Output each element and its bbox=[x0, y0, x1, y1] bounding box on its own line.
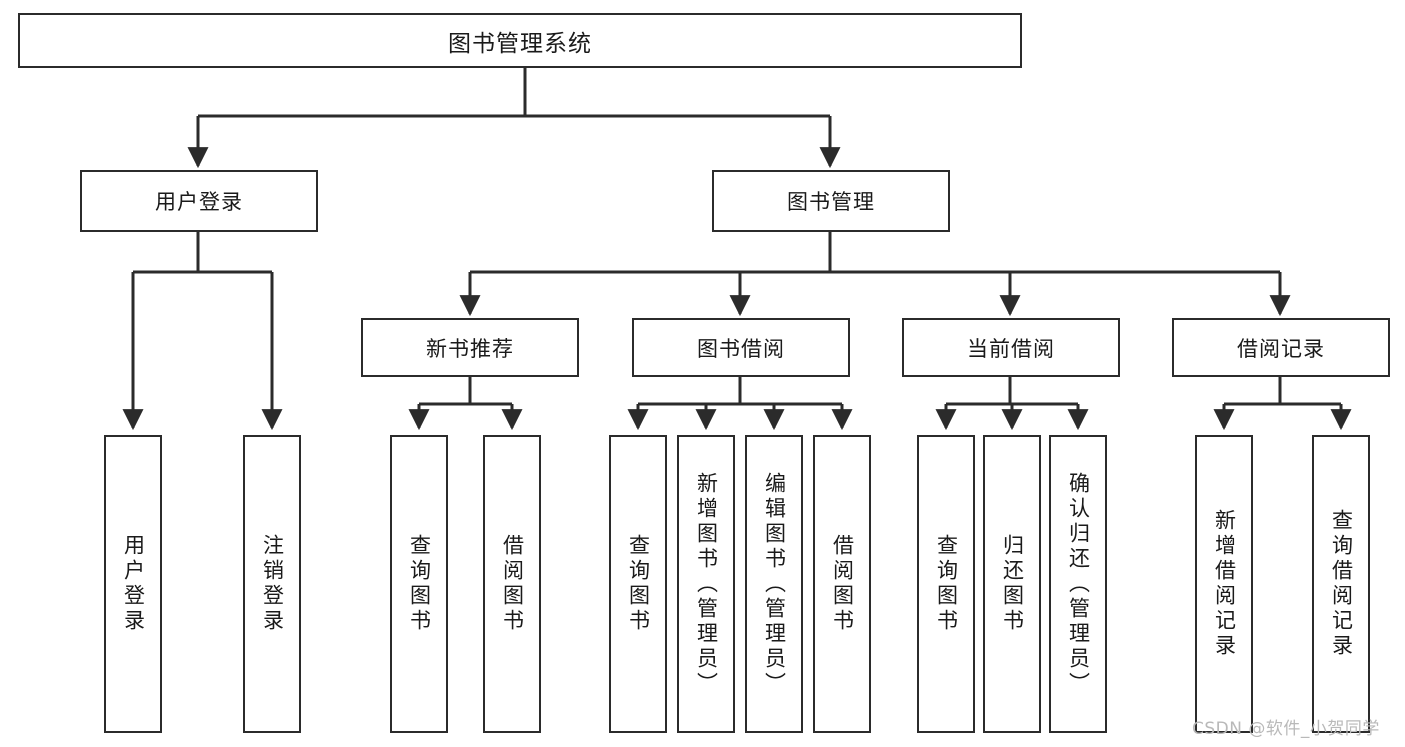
node-leaf-user-logout[interactable]: 注销登录 bbox=[243, 435, 301, 733]
node-leaf-return-book[interactable]: 归还图书 bbox=[983, 435, 1041, 733]
node-book-borrow[interactable]: 图书借阅 bbox=[632, 318, 850, 377]
node-leaf-confirm-return-label: 确认归还（管理员） bbox=[1066, 471, 1091, 697]
node-leaf-query-book-3-label: 查询图书 bbox=[934, 534, 959, 634]
node-leaf-user-login[interactable]: 用户登录 bbox=[104, 435, 162, 733]
node-leaf-confirm-return[interactable]: 确认归还（管理员） bbox=[1049, 435, 1107, 733]
node-root[interactable]: 图书管理系统 bbox=[18, 13, 1022, 68]
node-leaf-add-book[interactable]: 新增图书（管理员） bbox=[677, 435, 735, 733]
node-leaf-borrow-book-1[interactable]: 借阅图书 bbox=[483, 435, 541, 733]
node-leaf-add-record-label: 新增借阅记录 bbox=[1212, 509, 1237, 659]
node-user-login[interactable]: 用户登录 bbox=[80, 170, 318, 232]
node-leaf-query-record-label: 查询借阅记录 bbox=[1329, 509, 1354, 659]
node-leaf-borrow-book-1-label: 借阅图书 bbox=[500, 534, 525, 634]
node-book-management[interactable]: 图书管理 bbox=[712, 170, 950, 232]
node-book-borrow-label: 图书借阅 bbox=[697, 336, 785, 361]
node-borrow-record[interactable]: 借阅记录 bbox=[1172, 318, 1390, 377]
node-leaf-query-book-3[interactable]: 查询图书 bbox=[917, 435, 975, 733]
node-root-label: 图书管理系统 bbox=[448, 30, 592, 57]
node-new-book-recommend-label: 新书推荐 bbox=[426, 336, 514, 361]
node-leaf-query-book-1[interactable]: 查询图书 bbox=[390, 435, 448, 733]
node-borrow-record-label: 借阅记录 bbox=[1237, 336, 1325, 361]
node-book-management-label: 图书管理 bbox=[787, 190, 875, 214]
node-user-login-label: 用户登录 bbox=[155, 190, 243, 214]
node-current-borrow-label: 当前借阅 bbox=[967, 336, 1055, 361]
node-leaf-query-book-2-label: 查询图书 bbox=[626, 534, 651, 634]
node-leaf-user-logout-label: 注销登录 bbox=[260, 534, 285, 634]
node-leaf-edit-book[interactable]: 编辑图书（管理员） bbox=[745, 435, 803, 733]
node-new-book-recommend[interactable]: 新书推荐 bbox=[361, 318, 579, 377]
node-leaf-add-record[interactable]: 新增借阅记录 bbox=[1195, 435, 1253, 733]
node-leaf-query-book-1-label: 查询图书 bbox=[407, 534, 432, 634]
node-leaf-user-login-label: 用户登录 bbox=[121, 534, 146, 634]
node-leaf-query-record[interactable]: 查询借阅记录 bbox=[1312, 435, 1370, 733]
node-leaf-borrow-book-2[interactable]: 借阅图书 bbox=[813, 435, 871, 733]
node-leaf-add-book-label: 新增图书（管理员） bbox=[694, 471, 719, 697]
node-leaf-query-book-2[interactable]: 查询图书 bbox=[609, 435, 667, 733]
node-leaf-borrow-book-2-label: 借阅图书 bbox=[830, 534, 855, 634]
node-leaf-return-book-label: 归还图书 bbox=[1000, 534, 1025, 634]
node-current-borrow[interactable]: 当前借阅 bbox=[902, 318, 1120, 377]
node-leaf-edit-book-label: 编辑图书（管理员） bbox=[762, 471, 787, 697]
